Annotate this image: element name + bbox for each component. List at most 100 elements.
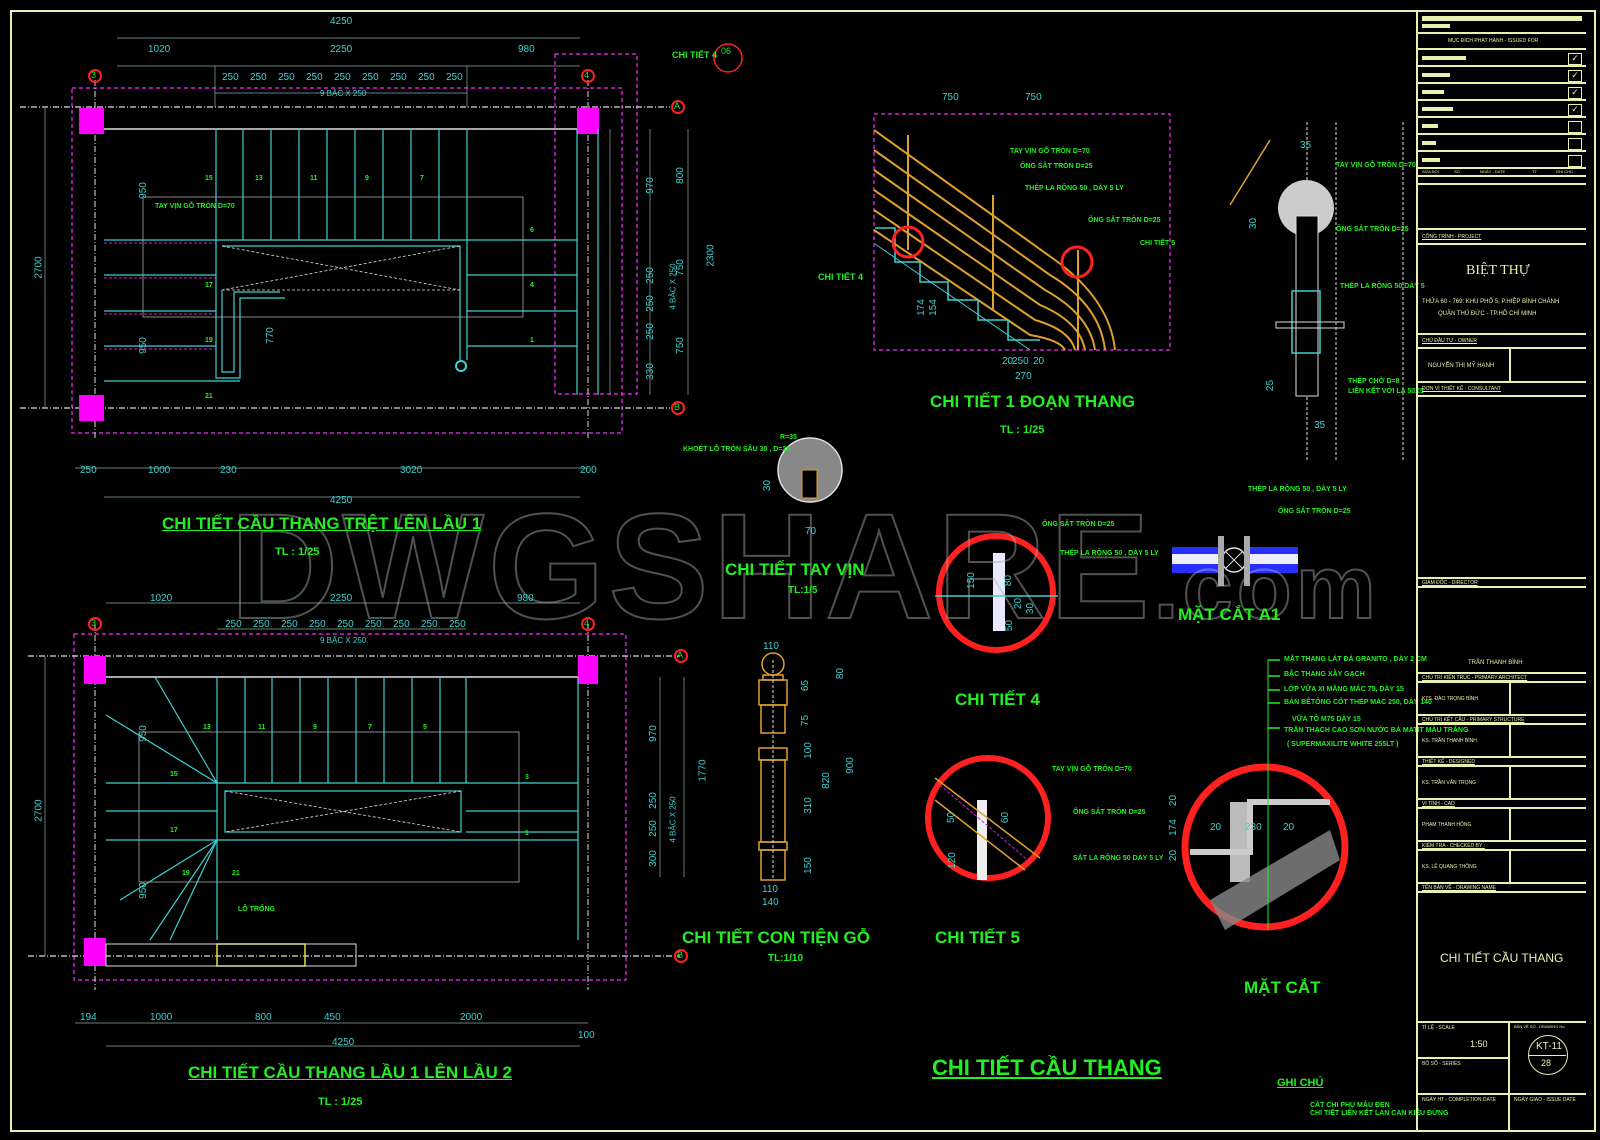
project-address-2: QUẬN THỦ ĐỨC - TP.HỒ CHÍ MINH bbox=[1438, 311, 1537, 317]
flight-dim: 174 bbox=[915, 299, 927, 316]
plan1-right-dim: 2300 bbox=[705, 244, 717, 267]
section-title: MẶT CẮT bbox=[1244, 978, 1321, 997]
plan1-step-dim: 250 bbox=[278, 72, 295, 83]
structure-label: CHỦ TRÌ KẾT CẤU - PRIMARY STRUCTURE bbox=[1422, 717, 1525, 723]
issue-checkbox-2[interactable]: ✓ bbox=[1568, 70, 1582, 82]
plan1-right-dim: 750 bbox=[674, 337, 686, 354]
detail5-circle bbox=[925, 755, 1051, 881]
step-number: 5 bbox=[423, 724, 427, 731]
issue-checkbox-7[interactable] bbox=[1568, 155, 1582, 167]
plan1-left-dim: 2700 bbox=[33, 256, 45, 279]
section-layer: VỮA TÔ M75 DÀY 15 bbox=[1292, 716, 1361, 723]
plan2-step-dim: 250 bbox=[421, 619, 438, 630]
plan1-step-dim: 250 bbox=[334, 72, 351, 83]
plan2-right-dim: 1770 bbox=[697, 759, 709, 782]
director-label: GIÁM ĐỐC - DIRECTOR bbox=[1422, 580, 1478, 586]
axis-bubbles-plan1 bbox=[88, 69, 685, 415]
section-cut-dim: 20 bbox=[1168, 794, 1180, 807]
issue-checkbox-6[interactable] bbox=[1568, 138, 1582, 150]
section-layer: BẢN BÊTÔNG CỐT THÉP MÁC 250, DÀY 140 bbox=[1284, 699, 1432, 706]
detail5-title: CHI TIẾT 5 bbox=[935, 928, 1021, 947]
plan1-step-dim: 250 bbox=[446, 72, 463, 83]
plan2-bottom-extra: 100 bbox=[578, 1030, 595, 1041]
plan2-step-note: 9 BẬC X 250 bbox=[320, 636, 367, 645]
flight-note: ỐNG SẮT TRÒN D=25 bbox=[1088, 217, 1161, 224]
plan2-right-dim: 250 bbox=[647, 820, 659, 837]
step-number: 1 bbox=[530, 337, 534, 344]
step-number: 3 bbox=[525, 774, 529, 781]
baluster-dim: 140 bbox=[762, 897, 779, 908]
plan1-dim-seg: 2250 bbox=[330, 44, 353, 55]
plan1-step-dim: 250 bbox=[222, 72, 239, 83]
tb-completion-cell: NGÀY HT - COMPLETION DATE bbox=[1418, 1095, 1510, 1130]
issue-checkbox-5[interactable] bbox=[1568, 121, 1582, 133]
section-cut-dim: 20 bbox=[1168, 849, 1180, 862]
plan2-step-dim: 250 bbox=[449, 619, 466, 630]
architect-label: CHỦ TRÌ KIẾN TRÚC - PRIMARY ARCHITECT bbox=[1422, 675, 1528, 681]
plan2-scale: TL : 1/25 bbox=[318, 1096, 363, 1108]
flight-note: ỐNG SẮT TRÒN D=25 bbox=[1020, 163, 1093, 170]
step-number: 9 bbox=[313, 724, 317, 731]
plan1-dim-seg: 1020 bbox=[148, 44, 171, 55]
baluster-dim: 75 bbox=[800, 714, 812, 727]
section-layer: LỚP VỮA XI MĂNG MÁC 75, DÀY 15 bbox=[1284, 686, 1404, 693]
step-number: 11 bbox=[258, 724, 266, 731]
section-cut-dim: 174 bbox=[1167, 819, 1179, 836]
plan2-step-dim: 250 bbox=[309, 619, 326, 630]
axis-label-3: 3 bbox=[91, 70, 97, 80]
axis-label-b: B bbox=[674, 402, 681, 412]
handrail-title: CHI TIẾT TAY VỊN bbox=[725, 560, 865, 579]
plan1-left-dim: 950 bbox=[137, 182, 149, 199]
issue-checkbox-1[interactable]: ✓ bbox=[1568, 53, 1582, 65]
tb-drawing-no-cell: BẢN VẼ SỐ - DRAWING No. KT-11 28 bbox=[1510, 1023, 1586, 1095]
detail4-dim: 80 bbox=[1003, 574, 1015, 587]
step-number: 1 bbox=[525, 830, 529, 837]
detail4-title: CHI TIẾT 4 bbox=[955, 690, 1041, 709]
plan2-step-dim: 250 bbox=[393, 619, 410, 630]
flight-note: CHI TIẾT 5 bbox=[1140, 240, 1176, 247]
flight-dim: 20 bbox=[1033, 356, 1045, 367]
flight-callout: CHI TIẾT 4 bbox=[818, 272, 864, 282]
detail4-note: THÉP LA RỘNG 50 , DÀY 5 LY bbox=[1060, 550, 1159, 557]
issue-checkbox-4[interactable]: ✓ bbox=[1568, 104, 1582, 116]
main-title: CHI TIẾT CẦU THANG bbox=[932, 1055, 1162, 1080]
handrail-dim-top: R=35 bbox=[780, 434, 797, 441]
cad-label: VI TÍNH - CAD bbox=[1422, 801, 1455, 807]
detail5-dim: 60 bbox=[1000, 811, 1012, 824]
tb-series-cell: BỘ SỐ - SERIES bbox=[1418, 1059, 1510, 1095]
plan1-scale: TL : 1/25 bbox=[275, 546, 320, 558]
plan2-bottom-dim: 194 bbox=[80, 1012, 97, 1023]
plan2-left-dim: 950 bbox=[137, 882, 149, 899]
section-detail-geometry bbox=[1229, 122, 1404, 460]
flight-note: THÉP LA RỘNG 50 , DÀY 5 LY bbox=[1025, 185, 1124, 192]
section-dim: 25 bbox=[1265, 379, 1277, 392]
issue-checkbox-3[interactable]: ✓ bbox=[1568, 87, 1582, 99]
flight-dim: 250 bbox=[1012, 356, 1029, 367]
plan1-step-dim: 250 bbox=[390, 72, 407, 83]
drawing-number-bubble: KT-11 28 bbox=[1528, 1035, 1568, 1075]
baluster-dim: 900 bbox=[844, 757, 856, 774]
detail4-circle bbox=[936, 533, 1056, 653]
plan1-dim-overall: 4250 bbox=[330, 16, 353, 27]
step-number: 7 bbox=[368, 724, 372, 731]
axis-label-a: A bbox=[677, 650, 684, 660]
step-number: 15 bbox=[205, 175, 213, 182]
plan1-right-dim: 250 bbox=[644, 323, 656, 340]
section-note: ỐNG SẮT TRÒN D=25 bbox=[1336, 226, 1409, 233]
drawing-number: KT-11 bbox=[1536, 1041, 1562, 1052]
notes-line: CHI TIẾT LIÊN KẾT LAN CAN KIỂU ĐỨNG bbox=[1310, 1110, 1449, 1117]
check-name: KS. LÊ QUANG THÔNG bbox=[1422, 864, 1477, 870]
plan1-bottom-dim: 1000 bbox=[148, 465, 171, 476]
plan2-title: CHI TIẾT CẦU THANG LẦU 1 LÊN LẦU 2 bbox=[188, 1063, 512, 1082]
callout-number: 06 bbox=[721, 46, 732, 56]
flight-detail-geometry bbox=[873, 113, 1171, 351]
plan2-left-dim: 2700 bbox=[33, 799, 45, 822]
step-number: 13 bbox=[203, 724, 211, 731]
baluster-dim: 110 bbox=[762, 884, 778, 895]
step-number: 21 bbox=[232, 870, 240, 877]
plan1-bottom-overall: 4250 bbox=[330, 495, 353, 506]
detail5-note: SẮT LA RỘNG 50 DÀY 5 LY bbox=[1073, 855, 1164, 862]
plan1-right-dim: 250 bbox=[644, 295, 656, 312]
plan1-right-dim: 330 bbox=[644, 363, 656, 380]
watermark: DWGSHARE.com bbox=[229, 481, 1380, 651]
